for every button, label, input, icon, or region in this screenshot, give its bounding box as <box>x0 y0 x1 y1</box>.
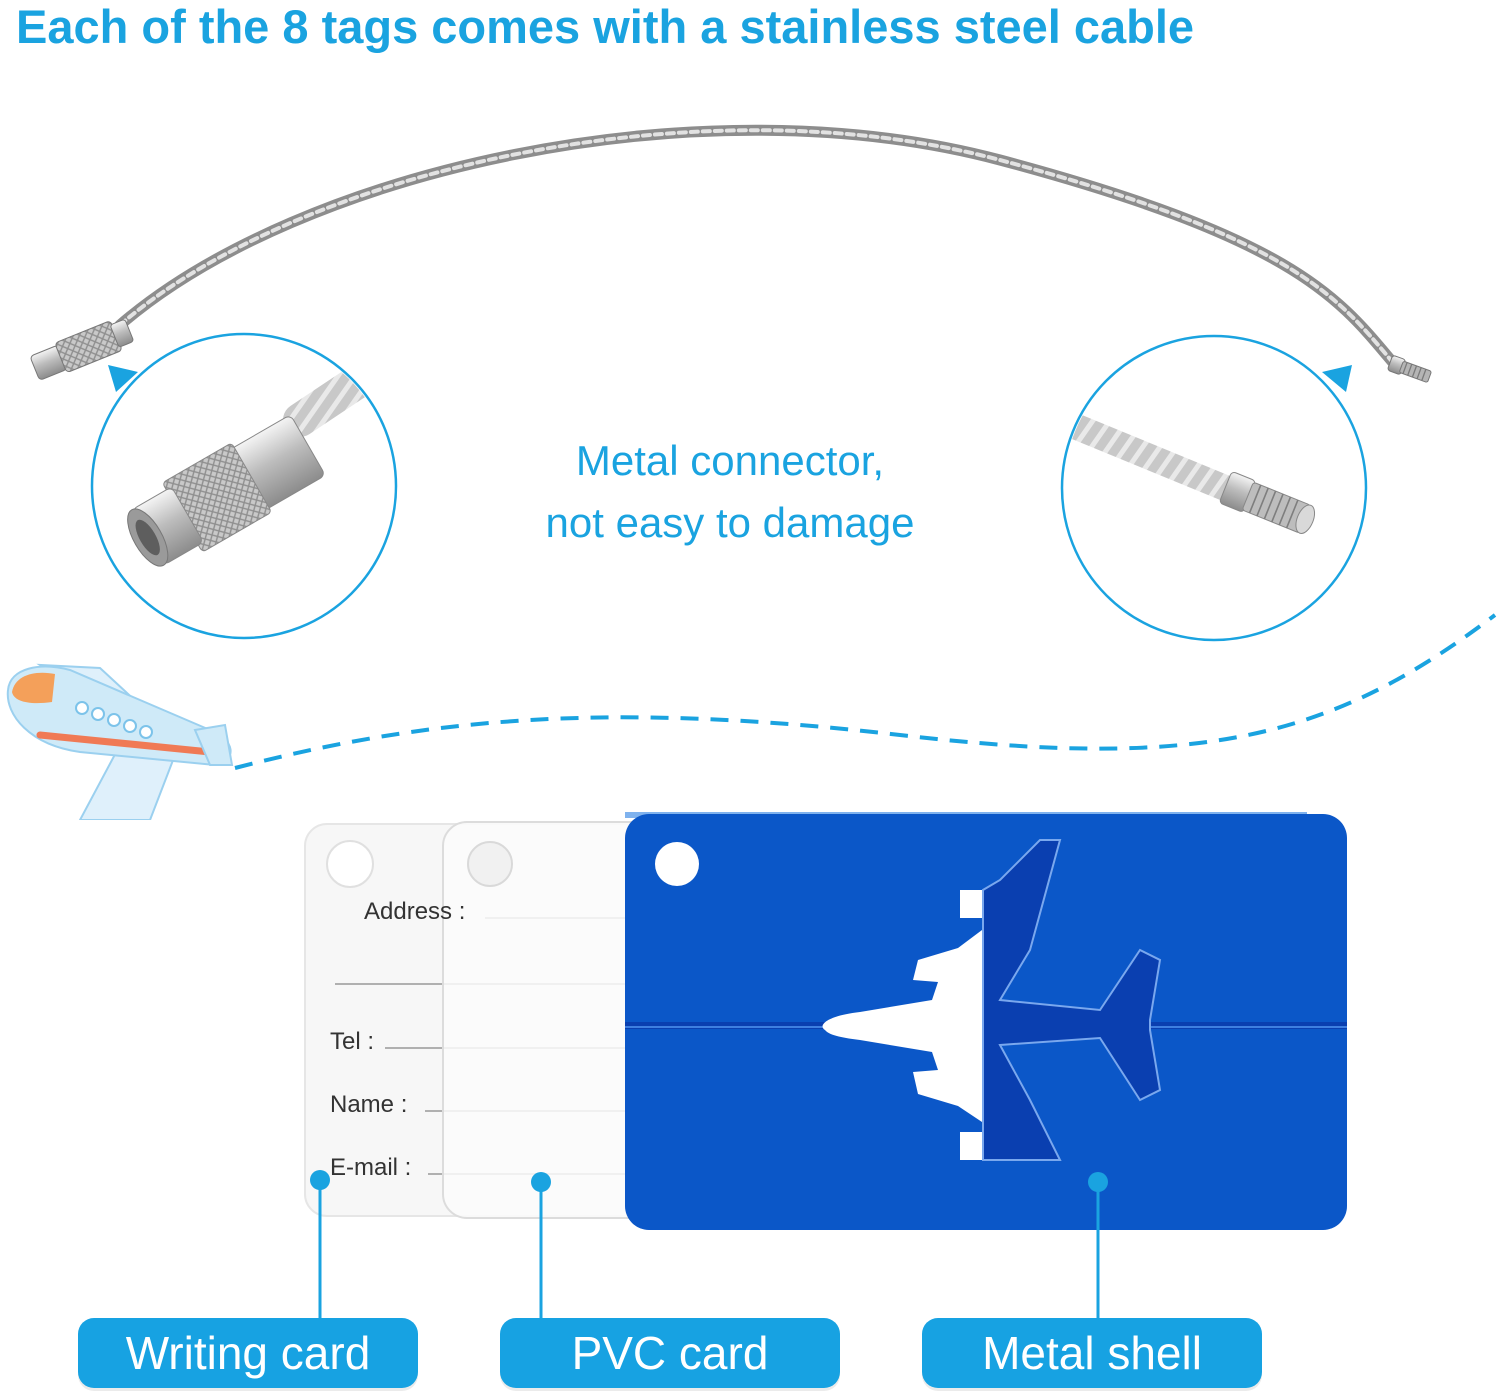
connector-note: Metal connector, not easy to damage <box>430 430 1030 554</box>
steel-cable <box>114 124 1401 371</box>
connector-note-line1: Metal connector, <box>575 437 885 484</box>
flight-path <box>234 613 1497 770</box>
right-pointer-icon <box>1322 365 1352 392</box>
left-magnifier <box>90 332 398 640</box>
right-cable-connector <box>1387 355 1432 383</box>
field-tel-label: Tel : <box>330 1028 375 1055</box>
writing-card-label: Writing card <box>78 1318 418 1388</box>
headline: Each of the 8 tags comes with a stainles… <box>16 0 1195 53</box>
right-magnifier <box>1060 334 1368 642</box>
left-cable-connector <box>30 319 134 380</box>
field-email-label: E-mail : <box>330 1154 412 1181</box>
connector-note-line2: not easy to damage <box>545 499 915 546</box>
tag-layers-illustration <box>304 812 1347 1320</box>
airplane-illustration-icon <box>6 663 234 820</box>
pvc-card-label: PVC card <box>500 1318 840 1388</box>
airplane-cutout-icon <box>822 839 1162 1161</box>
metal-shell <box>625 812 1347 1230</box>
field-address-label: Address : <box>364 898 466 925</box>
cable-illustration <box>6 124 1497 820</box>
leader-lines <box>310 1170 1108 1320</box>
left-pointer-icon <box>108 365 138 392</box>
metal-shell-label: Metal shell <box>922 1318 1262 1388</box>
field-name-label: Name : <box>330 1091 408 1118</box>
